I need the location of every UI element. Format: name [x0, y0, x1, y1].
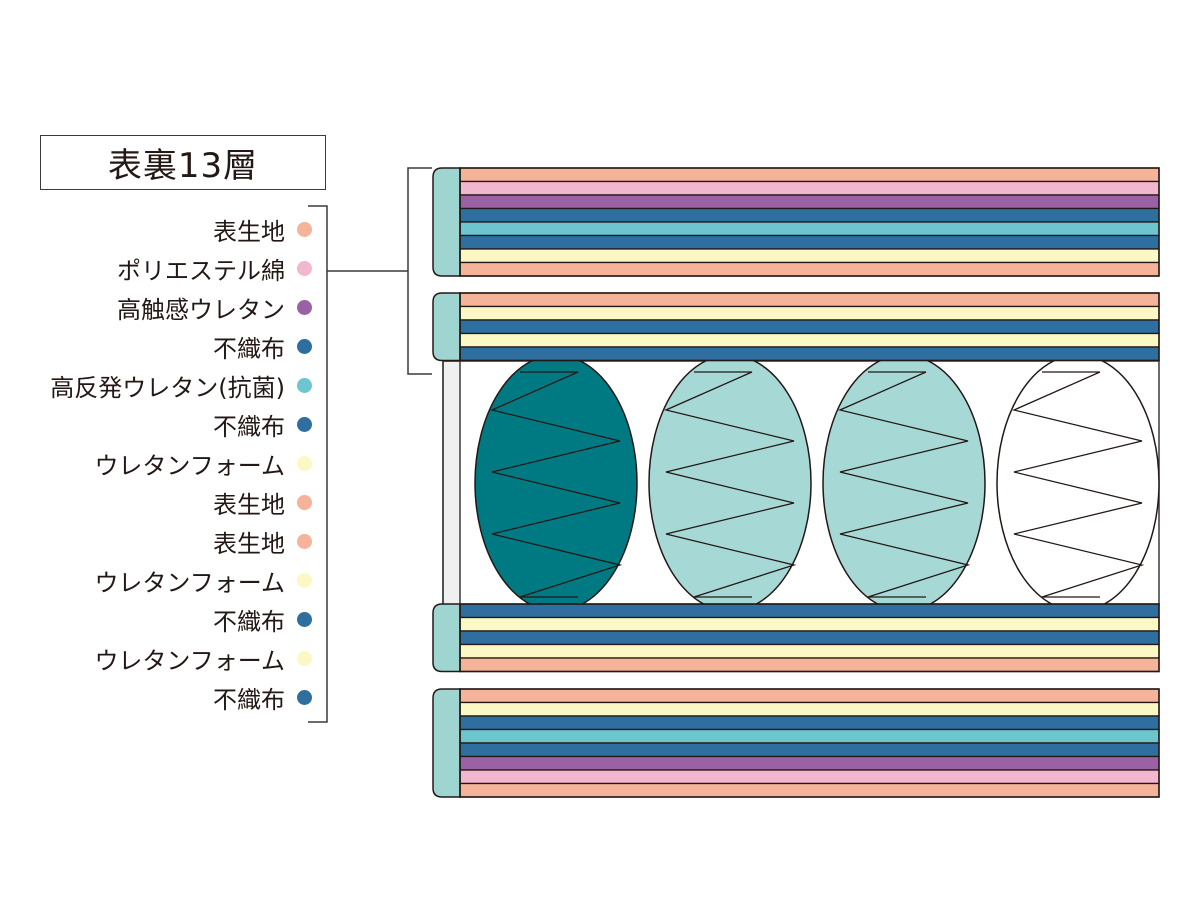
legend-label: 不織布 [213, 607, 285, 636]
layer-stripe [459, 742, 1160, 758]
layer-blocks [432, 167, 1160, 798]
layer-stripe [459, 221, 1160, 237]
side-edge [432, 167, 461, 277]
legend-item: ウレタンフォーム [94, 448, 312, 480]
layer-stripe [459, 755, 1160, 771]
layer-stripe [459, 715, 1160, 731]
layer-stripe [459, 305, 1160, 321]
legend-item: 表生地 [213, 487, 312, 519]
layer-stripe [459, 728, 1160, 744]
layer-block [432, 292, 1160, 362]
legend-item: ポリエステル綿 [117, 253, 312, 285]
legend-bracket [308, 205, 408, 723]
legend-swatch [297, 455, 312, 471]
legend-label: 高触感ウレタン [117, 295, 285, 324]
coil-shape [996, 354, 1160, 612]
layer-stripe [459, 688, 1160, 704]
layer-stripe [459, 319, 1160, 335]
legend-label: 表生地 [213, 217, 285, 246]
side-edge [432, 292, 461, 362]
layer-stripe [459, 630, 1160, 646]
title-box: 表裏13層 [40, 135, 326, 190]
legend-item: 不織布 [213, 409, 312, 441]
legend-item: 表生地 [213, 526, 312, 558]
spring-line [489, 371, 623, 598]
layer-block [432, 167, 1160, 277]
spring-line [1011, 371, 1145, 598]
group-bracket [407, 167, 432, 375]
layer-stripe [459, 701, 1160, 717]
coil-frame [442, 360, 461, 606]
legend-swatch [297, 533, 312, 549]
legend-label: 表生地 [213, 490, 285, 519]
layer-stripe [459, 207, 1160, 223]
legend-label: ウレタンフォーム [94, 568, 285, 597]
legend-label: ウレタンフォーム [94, 451, 285, 480]
layer-stripe [459, 180, 1160, 196]
layer-block [432, 603, 1160, 673]
side-edge [432, 603, 461, 673]
legend-swatch [297, 416, 312, 432]
block-outline [459, 167, 1160, 277]
legend-item: 不織布 [213, 604, 312, 636]
legend-label: 不織布 [213, 412, 285, 441]
legend-item: 高反発ウレタン(抗菌) [50, 370, 312, 402]
legend-swatch [297, 689, 312, 705]
legend-swatch [297, 572, 312, 588]
side-edge [432, 688, 461, 798]
legend-swatch [297, 299, 312, 315]
block-outline [459, 603, 1160, 673]
coils [474, 354, 1160, 612]
layer-block [432, 688, 1160, 798]
layer-stripe [459, 643, 1160, 659]
layer-stripe [459, 603, 1160, 619]
layer-stripe [459, 292, 1160, 308]
diagram-title: 表裏13層 [107, 146, 259, 186]
layer-stripe [459, 248, 1160, 264]
legend-item: 高触感ウレタン [117, 292, 312, 324]
layer-stripe [459, 782, 1160, 798]
legend-label: 高反発ウレタン(抗菌) [50, 373, 285, 402]
coil-shape [474, 354, 638, 612]
coil-shape [648, 354, 812, 612]
layer-stripe [459, 261, 1160, 277]
layer-stripe [459, 167, 1160, 183]
legend-swatch [297, 494, 312, 510]
legend-swatch [297, 650, 312, 666]
legend-label: 表生地 [213, 529, 285, 558]
layer-stripe [459, 769, 1160, 785]
legend-swatch [297, 260, 312, 276]
layer-stripe [459, 346, 1160, 362]
legend-item: ウレタンフォーム [94, 643, 312, 675]
legend-swatch [297, 377, 312, 393]
layer-stripe [459, 194, 1160, 210]
layer-stripe [459, 234, 1160, 250]
legend-item: 表生地 [213, 214, 312, 246]
legend-label: ウレタンフォーム [94, 646, 285, 675]
coil [648, 354, 812, 612]
layer-stripe [459, 332, 1160, 348]
legend-label: ポリエステル綿 [117, 256, 285, 285]
legend-swatch [297, 338, 312, 354]
legend-label: 不織布 [213, 685, 285, 714]
legend-item: 不織布 [213, 682, 312, 714]
block-outline [459, 292, 1160, 362]
legend-label: 不織布 [213, 334, 285, 363]
legend-swatch [297, 611, 312, 627]
legend-item: ウレタンフォーム [94, 565, 312, 597]
legend-swatch [297, 221, 312, 237]
spring-line [663, 371, 797, 598]
layer-stripe [459, 616, 1160, 632]
block-outline [459, 688, 1160, 798]
coil-shape [822, 354, 986, 612]
coil [822, 354, 986, 612]
spring-line [837, 371, 971, 598]
layer-stripe [459, 657, 1160, 673]
legend-item: 不織布 [213, 331, 312, 363]
coil [474, 354, 638, 612]
coil [996, 354, 1160, 612]
